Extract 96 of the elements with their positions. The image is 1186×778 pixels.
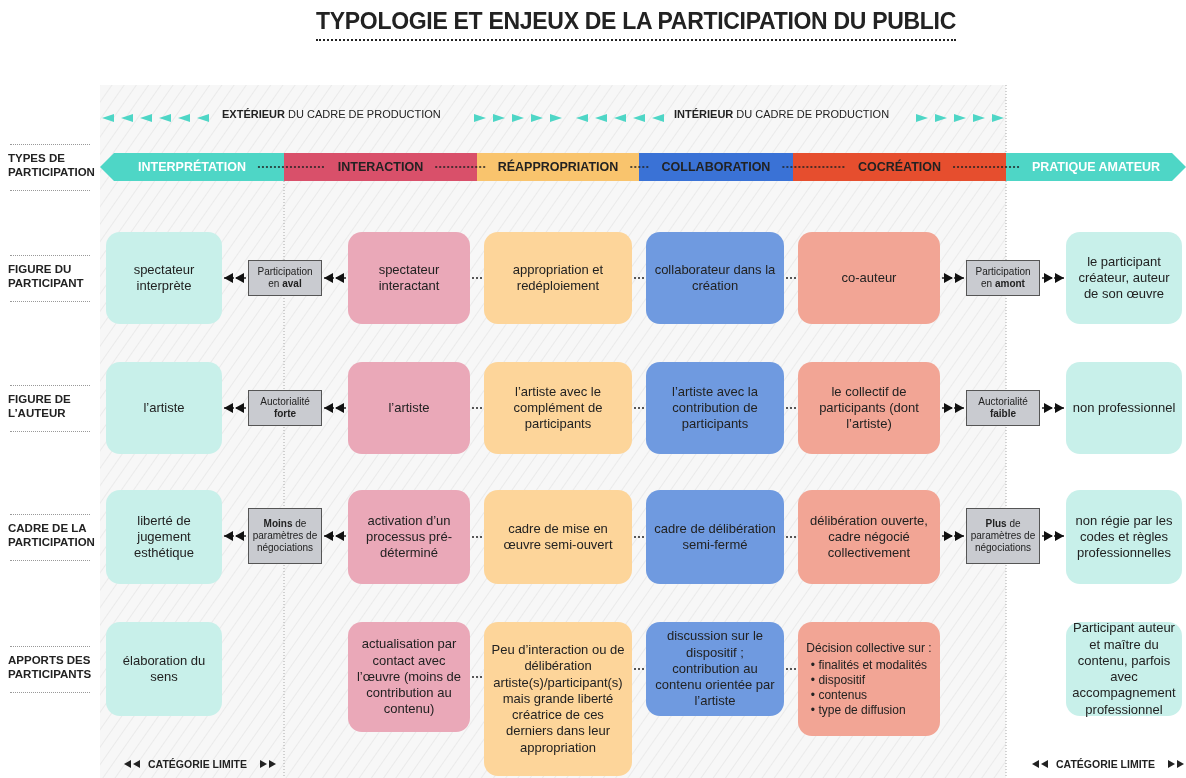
rounded-box [348,232,470,324]
dotted-connector [633,668,645,670]
box-text: activation d’un processus pré-déterminé [365,512,453,562]
category-label: COLLABORATION [657,160,775,174]
category-note: CATÉGORIE LIMITE [1056,758,1155,771]
rounded-box [348,362,470,454]
zone-heading: EXTÉRIEUR DU CADRE DE PRODUCTION [222,108,441,122]
rounded-box [1066,362,1182,454]
rounded-box [106,490,222,584]
box-text: délibération ouverte, cadre négocié collectivement [809,512,929,562]
category-label: INTERPRÉTATION [134,160,250,174]
box-text: co-auteur [841,269,897,287]
dotted-connector [434,166,487,168]
box-text: l’artiste [388,399,430,417]
box-text: liberté de jugement esthétique [133,512,195,562]
box-text: Décision collective sur : [806,640,932,656]
note-box [966,508,1040,564]
box-text: Moins de paramètres de négociations [251,518,319,554]
bullet-item: • contenus [810,687,869,703]
dotted-connector [633,407,645,409]
title: TYPOLOGIE ET ENJEUX DE LA PARTICIPATION DU PUBLIC [316,8,956,41]
note-box [248,390,322,426]
zone-heading: INTÉRIEUR DU CADRE DE PRODUCTION [674,108,890,122]
note-box [248,508,322,564]
category-label: COCRÉATION [853,160,946,174]
box-text: l’artiste avec le complément de participants [512,383,604,433]
rounded-box [646,622,784,716]
dotted-connector [781,166,847,168]
box-text: le collectif de participants (dont l’artiste) [818,383,920,433]
box-text: cadre de délibération semi-fermé [653,520,777,554]
box-text: Participation en aval [256,266,314,290]
rounded-box [646,490,784,584]
bullet-item: • finalités et modalités [810,657,928,673]
box-text: non régie par les codes et règles professionnelles [1074,512,1174,562]
row-heading: CADRE DE LA PARTICIPATION [8,522,96,550]
row-heading: FIGURE DE L’AUTEUR [8,393,72,421]
rounded-box [484,362,632,454]
row-heading: APPORTS DES PARTICIPANTS [8,654,93,682]
note-box [248,260,322,296]
rounded-box [798,362,940,454]
note-box [966,390,1040,426]
dotted-connector [785,668,797,670]
dotted-connector [471,277,483,279]
box-text: l’artiste [143,399,185,417]
dotted-connector [629,166,651,168]
note-box [966,260,1040,296]
dotted-connector [785,277,797,279]
category-label: RÉAPPROPRIATION [493,160,623,174]
box-text: Auctorialité forte [259,396,311,420]
box-text: Peu d’interaction ou de délibération artiste(s)/participant(s) mais grande liberté créatrice de ces derniers dans leur appropriation [490,642,626,756]
dotted-connector [257,166,327,168]
box-text: spectateur interactant [377,261,441,295]
box-text: discussion sur le dispositif ; contribution au contenu orientée par l’artiste [654,628,776,710]
box-text: cadre de mise en œuvre semi-ouvert [502,520,614,554]
rounded-box [484,490,632,584]
box-text: spectateur interprète [132,261,196,295]
rounded-box [1066,232,1182,324]
box-text: Participant auteur et maître du contenu, parfois avec accompagnement professionnel [1072,620,1176,718]
rounded-box [646,362,784,454]
rounded-box [348,622,470,732]
dotted-connector [785,536,797,538]
category-note: CATÉGORIE LIMITE [148,758,247,771]
category-label: INTERACTION [333,160,428,174]
box-text: le participant créateur, auteur de son œuvre [1077,253,1171,303]
dotted-connector [471,536,483,538]
row-heading: FIGURE DU PARTICIPANT [8,263,85,291]
rounded-box [348,490,470,584]
dotted-connector [633,277,645,279]
rounded-box [646,232,784,324]
rounded-box [106,622,222,716]
rounded-box [798,490,940,584]
box-text: Auctorialité faible [977,396,1029,420]
dotted-connector [952,166,1021,168]
box-text: appropriation et redéploiement [511,261,605,295]
rounded-box [484,622,632,776]
bullet-item: • type de diffusion [810,702,907,718]
dotted-connector [471,407,483,409]
bullet-item: • dispositif [810,672,867,688]
row-heading: TYPES DE PARTICIPATION [8,152,96,180]
dotted-connector [633,536,645,538]
rounded-box [484,232,632,324]
rounded-box [1066,490,1182,584]
rounded-box [106,362,222,454]
box-text: l’artiste avec la contribution de participants [671,383,759,433]
box-text: Plus de paramètres de négociations [969,518,1037,554]
box-text: non professionnel [1072,399,1176,417]
box-text: élaboration du sens [121,652,207,686]
box-text: Participation en amont [974,266,1032,290]
box-text: collaborateur dans la création [653,261,777,295]
rounded-box [106,232,222,324]
category-label: PRATIQUE AMATEUR [1027,160,1165,174]
box-text: actualisation par contact avec l’œuvre (moins de contribution au contenu) [356,636,462,718]
dotted-connector [785,407,797,409]
rounded-box [798,232,940,324]
dotted-connector [471,676,483,678]
rounded-box [798,622,940,736]
